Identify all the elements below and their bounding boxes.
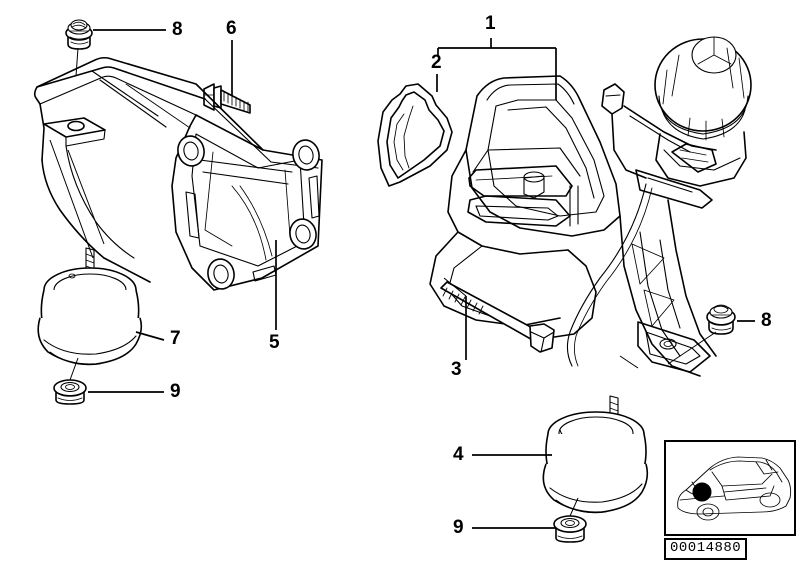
callout-number-1[interactable]: 1 bbox=[485, 13, 496, 34]
leader-lines-right bbox=[436, 38, 755, 529]
callout-number-6[interactable]: 6 bbox=[226, 18, 237, 39]
callout-number-8-right[interactable]: 8 bbox=[761, 310, 772, 331]
self-locking-nut-right-icon bbox=[553, 515, 587, 543]
right-assembly bbox=[377, 36, 755, 543]
callout-number-7[interactable]: 7 bbox=[170, 328, 181, 349]
gasket-seal-icon bbox=[377, 83, 453, 187]
callout-number-5[interactable]: 5 bbox=[269, 332, 280, 353]
callout-number-9[interactable]: 9 bbox=[170, 381, 181, 402]
part-number-label: 00014880 bbox=[664, 538, 748, 561]
engine-bay-location-dot bbox=[692, 482, 712, 502]
left-assembly bbox=[33, 19, 323, 405]
vehicle-location-inset bbox=[664, 440, 796, 536]
collar-nut-upper-left-icon bbox=[65, 19, 93, 50]
engine-support-arm-assembly-right-icon bbox=[429, 36, 752, 377]
callout-number-3[interactable]: 3 bbox=[451, 359, 462, 380]
collar-nut-right-icon bbox=[706, 304, 736, 335]
engine-mount-left-icon bbox=[37, 247, 143, 366]
leader-lines-left bbox=[49, 29, 277, 393]
callout-number-4[interactable]: 4 bbox=[453, 444, 464, 465]
vehicle-illustration bbox=[677, 456, 792, 521]
callout-number-9-right[interactable]: 9 bbox=[453, 517, 464, 538]
hex-flange-bolt-long-icon bbox=[440, 281, 555, 353]
callout-number-2[interactable]: 2 bbox=[431, 52, 442, 73]
self-locking-nut-left-icon bbox=[53, 379, 87, 405]
engine-mount-right-icon bbox=[542, 395, 649, 514]
callout-number-8[interactable]: 8 bbox=[172, 19, 183, 40]
